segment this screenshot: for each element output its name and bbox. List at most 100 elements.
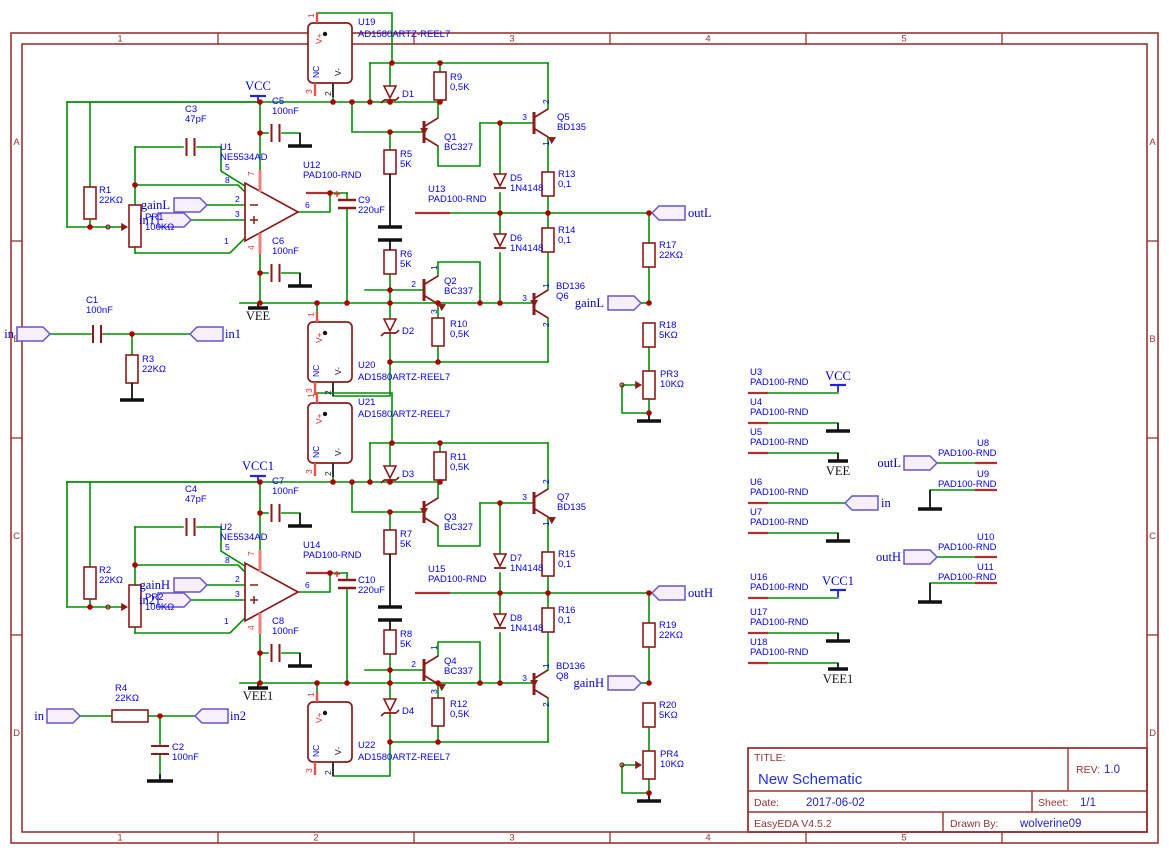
schematic-label[interactable]: 100KΩ — [145, 602, 174, 613]
resistor-body[interactable] — [383, 529, 397, 555]
schematic-label[interactable]: 47pF — [185, 114, 207, 125]
schematic-label[interactable]: 22KΩ — [142, 364, 166, 375]
schematic-label[interactable]: R6 — [400, 249, 412, 260]
schematic-label[interactable]: 1 — [541, 283, 551, 288]
schematic-label[interactable]: 5KΩ — [659, 330, 678, 341]
schematic-label[interactable]: PAD100-RND — [938, 542, 997, 553]
schematic-label[interactable]: U1 — [220, 142, 232, 153]
schematic-label[interactable]: 0,1 — [558, 615, 571, 626]
schematic-label[interactable]: in — [881, 496, 891, 510]
resistor-body[interactable] — [642, 622, 656, 648]
schematic-label[interactable]: 1 — [541, 663, 551, 668]
voltage-reference-ic[interactable] — [307, 321, 353, 383]
schematic-label[interactable]: 100nF — [272, 106, 299, 117]
schematic-label[interactable]: C7 — [272, 476, 284, 487]
schematic-label[interactable]: Q2 — [444, 276, 457, 287]
schematic-label[interactable]: U7 — [750, 507, 762, 518]
schematic-label[interactable]: R3 — [142, 354, 154, 365]
schematic-label[interactable]: VCC1 — [242, 459, 274, 473]
schematic-label[interactable]: PAD100-RND — [750, 647, 809, 658]
schematic-label[interactable]: C4 — [185, 484, 197, 495]
schematic-label[interactable]: outL — [688, 206, 712, 220]
resistor-body[interactable] — [431, 697, 445, 727]
schematic-label[interactable]: 8 — [225, 175, 230, 185]
resistor-body[interactable] — [433, 451, 447, 481]
schematic-label[interactable]: 3 — [304, 469, 314, 474]
schematic-label[interactable]: BD136 — [556, 661, 585, 672]
schematic-label[interactable]: NC — [311, 66, 321, 78]
net-port[interactable] — [173, 577, 209, 593]
schematic-label[interactable]: outH — [876, 550, 901, 564]
resistor-body[interactable] — [383, 149, 397, 175]
schematic-label[interactable]: D2 — [402, 326, 414, 337]
wire[interactable] — [316, 12, 393, 64]
schematic-label[interactable]: D8 — [510, 613, 522, 624]
diode[interactable] — [492, 233, 508, 248]
schematic-label[interactable]: 100KΩ — [145, 222, 174, 233]
net-port[interactable] — [903, 549, 939, 565]
schematic-label[interactable]: PAD100-RND — [938, 572, 997, 583]
diode[interactable] — [492, 173, 508, 188]
schematic-label[interactable]: 2 — [323, 770, 333, 775]
schematic-label[interactable]: V+ — [314, 712, 324, 723]
schematic-label[interactable]: PAD100-RND — [938, 448, 997, 459]
schematic-label[interactable]: PR2 — [145, 592, 163, 603]
opamp[interactable] — [244, 181, 300, 243]
schematic-label[interactable]: BC327 — [444, 522, 473, 533]
schematic-label[interactable]: 2 — [323, 471, 333, 476]
schematic-label[interactable]: R11 — [450, 452, 467, 463]
voltage-reference-ic[interactable] — [307, 701, 353, 763]
schematic-label[interactable]: Q5 — [557, 112, 570, 123]
schematic-label[interactable]: NC — [311, 365, 321, 377]
schematic-label[interactable]: U11 — [977, 562, 994, 573]
schematic-label[interactable]: 47pF — [185, 494, 207, 505]
schematic-label[interactable]: gainL — [575, 296, 604, 310]
zener-diode[interactable] — [380, 712, 385, 717]
transistor[interactable] — [534, 669, 549, 679]
schematic-label[interactable]: Q3 — [444, 512, 457, 523]
schematic-label[interactable]: 1 — [541, 141, 551, 146]
schematic-label[interactable]: 22KΩ — [115, 693, 139, 704]
schematic-label[interactable]: in — [4, 327, 14, 341]
schematic-label[interactable]: 2 — [541, 99, 551, 104]
schematic-label[interactable]: in2 — [139, 593, 155, 607]
transistor[interactable] — [424, 117, 439, 127]
schematic-label[interactable]: D1 — [402, 89, 414, 100]
schematic-label[interactable]: U19 — [358, 17, 375, 28]
schematic-label[interactable]: U21 — [358, 397, 375, 408]
schematic-label[interactable]: NC — [311, 745, 321, 757]
schematic-label[interactable]: D4 — [402, 706, 414, 717]
schematic-label[interactable]: 1N4148 — [510, 243, 543, 254]
schematic-label[interactable]: U14 — [303, 540, 320, 551]
schematic-label[interactable]: NE5534AD — [220, 532, 268, 543]
schematic-label[interactable]: 2 — [323, 390, 333, 395]
schematic-label[interactable]: 1 — [306, 692, 316, 697]
schematic-label[interactable]: VCC1 — [822, 574, 854, 588]
net-port[interactable] — [903, 455, 939, 471]
schematic-label[interactable]: 3 — [235, 209, 240, 219]
diode[interactable] — [492, 613, 508, 628]
schematic-label[interactable]: C9 — [358, 195, 370, 206]
transistor[interactable] — [424, 497, 439, 507]
schematic-label[interactable]: 0,1 — [558, 235, 571, 246]
schematic-label[interactable]: R20 — [659, 700, 676, 711]
schematic-label[interactable]: U10 — [977, 532, 994, 543]
zener-diode[interactable] — [382, 698, 398, 713]
schematic-label[interactable]: 3 — [522, 293, 527, 303]
zener-diode[interactable] — [382, 85, 398, 100]
schematic-label[interactable]: 6 — [305, 200, 310, 210]
zener-diode[interactable] — [382, 318, 398, 333]
net-port[interactable] — [173, 197, 209, 213]
wire[interactable] — [621, 764, 650, 794]
schematic-label[interactable]: 6 — [305, 580, 310, 590]
schematic-label[interactable]: in1 — [139, 213, 155, 227]
wire[interactable] — [134, 616, 247, 634]
wire[interactable] — [134, 236, 247, 254]
transistor[interactable] — [534, 289, 549, 299]
schematic-label[interactable]: gainH — [139, 578, 170, 592]
schematic-label[interactable]: 3 — [304, 89, 314, 94]
schematic-label[interactable]: 100nF — [272, 486, 299, 497]
schematic-label[interactable]: PAD100-RND — [428, 574, 487, 585]
wire[interactable] — [316, 392, 393, 444]
schematic-label[interactable]: in — [34, 709, 44, 723]
